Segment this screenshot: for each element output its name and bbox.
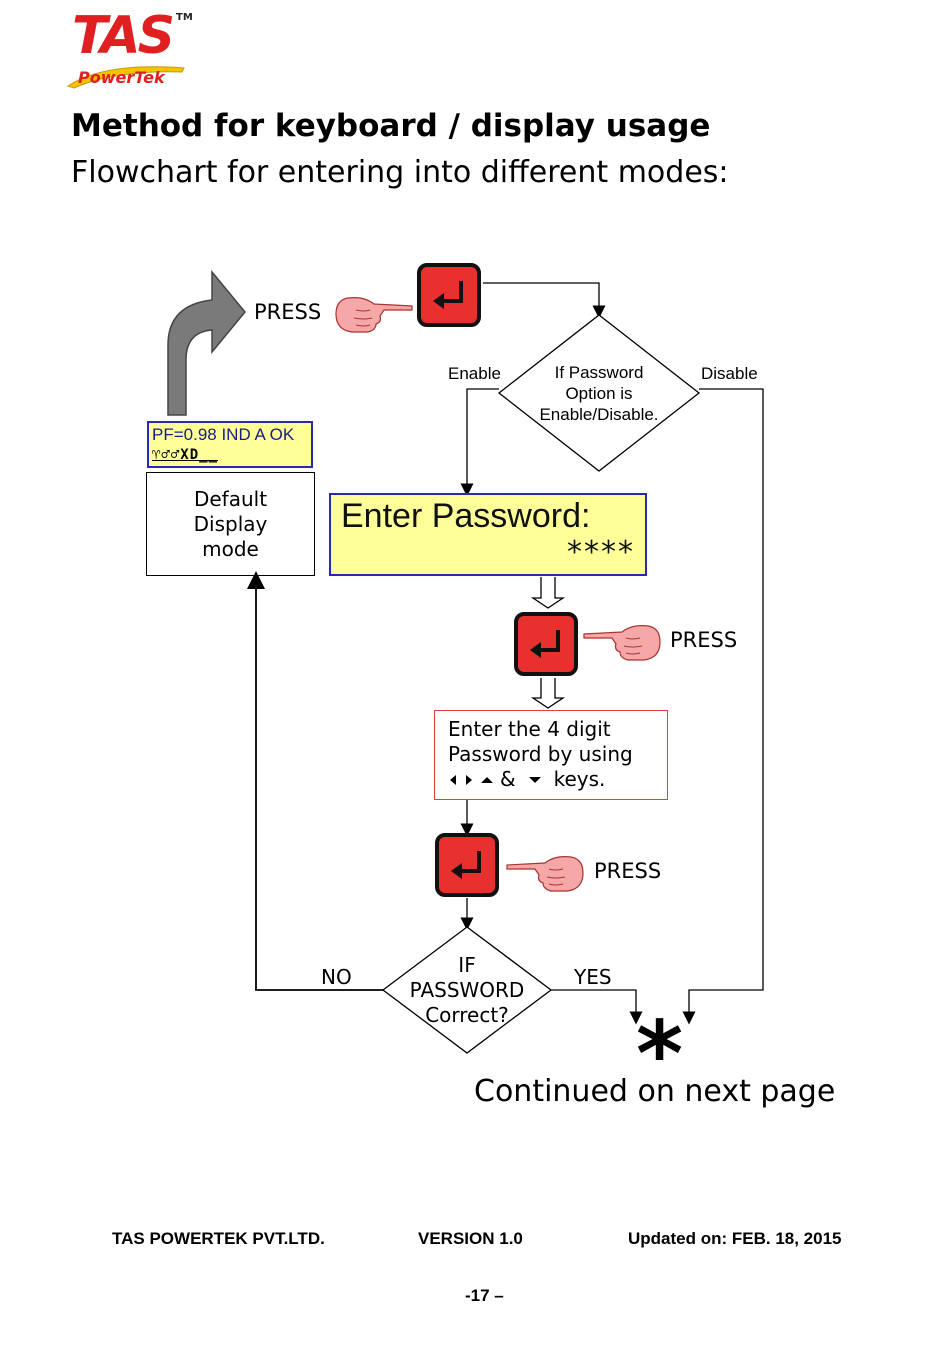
up-arrow-icon: [481, 776, 493, 783]
pointing-hand-icon: [506, 856, 584, 892]
footer-company: TAS POWERTEK PVT.LTD.: [112, 1229, 325, 1248]
page-number: -17 –: [465, 1286, 504, 1305]
return-arrow-icon: [167, 269, 246, 416]
lcd-line-2: ♈♂♂XD__: [152, 447, 219, 463]
password-option-diamond: [497, 314, 701, 472]
keys-line: & keys.: [448, 767, 667, 792]
password-lcd: Enter Password: ****: [329, 493, 647, 576]
pointing-hand-icon: [583, 625, 661, 661]
no-label: NO: [321, 965, 352, 989]
disable-label: Disable: [701, 364, 758, 383]
enter-key-icon: [417, 263, 481, 327]
enter-digit-box: Enter the 4 digit Password by using & ke…: [434, 710, 668, 800]
left-arrow-icon: [450, 774, 456, 785]
page-title: Method for keyboard / display usage: [71, 108, 711, 144]
password-prompt: Enter Password:: [341, 497, 591, 535]
logo-brand: TAS: [72, 6, 175, 66]
enter-key-icon: [514, 612, 578, 676]
footer-updated: Updated on: FEB. 18, 2015: [628, 1229, 842, 1248]
logo-tm: TM: [176, 12, 193, 23]
right-arrow-icon: [466, 774, 472, 785]
enable-label: Enable: [448, 364, 501, 383]
pointing-hand-icon: [335, 297, 413, 333]
password-correct-diamond: [381, 926, 553, 1054]
password-option-text: If Password Option is Enable/Disable.: [539, 363, 659, 424]
footer-version: VERSION 1.0: [418, 1229, 523, 1248]
continued-text: Continued on next page: [474, 1074, 836, 1109]
logo-sub: PowerTek: [78, 68, 165, 87]
yes-label: YES: [574, 965, 612, 989]
continuation-asterisk: *: [636, 1002, 684, 1107]
default-display-box: Default Display mode: [146, 472, 315, 576]
enter-key-icon: [435, 833, 499, 897]
password-correct-text: IF PASSWORD Correct?: [409, 953, 525, 1027]
password-mask: ****: [567, 535, 635, 570]
press-label: PRESS: [254, 300, 322, 324]
press-label: PRESS: [670, 628, 738, 652]
lcd-display-small: PF=0.98 IND A OK ♈♂♂XD__: [147, 421, 313, 468]
company-logo: TAS TM PowerTek: [62, 8, 197, 90]
down-arrow-icon: [528, 776, 541, 783]
lcd-line-1: PF=0.98 IND A OK: [152, 425, 295, 444]
logo-swoosh-icon: [66, 66, 185, 89]
press-label: PRESS: [594, 859, 662, 883]
page-subtitle: Flowchart for entering into different mo…: [71, 155, 729, 190]
